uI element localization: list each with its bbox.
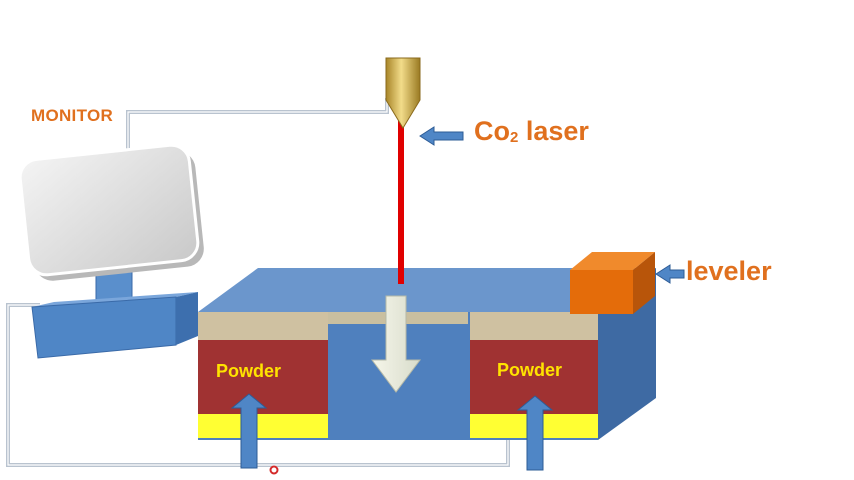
monitor-base-front: [31, 296, 177, 359]
powder-layer-left: [198, 312, 328, 340]
leveler-pointer-arrow: [655, 264, 685, 284]
laser-label-suffix: laser: [518, 116, 589, 146]
feed-up-arrow-right: [516, 395, 554, 471]
monitor-base-top: [32, 292, 198, 307]
laser-label-prefix: Co: [474, 116, 510, 146]
leveler-label: leveler: [686, 256, 772, 286]
co2-laser-label: Co2 laser: [474, 116, 589, 147]
build-down-arrow: [371, 295, 421, 393]
monitor-screen: [18, 143, 200, 277]
powder-left-label: Powder: [216, 361, 282, 381]
laser: [385, 57, 421, 284]
monitor-label: MONITOR: [31, 106, 114, 125]
monitor: [18, 143, 204, 359]
laser-label-subscript: 2: [510, 129, 519, 146]
leveler: [570, 252, 655, 314]
laser-beam: [398, 120, 404, 284]
monitor-base-side: [176, 292, 198, 345]
feed-up-arrow-left: [230, 393, 268, 469]
laser-head: [385, 57, 421, 129]
laser-pointer-arrow: [419, 126, 464, 146]
connector-dot: [269, 465, 279, 475]
box-top: [198, 268, 656, 312]
piston-left: [198, 414, 328, 438]
cable-monitor-to-laser: [126, 98, 389, 152]
powder-right-label: Powder: [497, 360, 563, 380]
powder-layer-right: [470, 312, 598, 340]
powder-left: [198, 340, 328, 414]
